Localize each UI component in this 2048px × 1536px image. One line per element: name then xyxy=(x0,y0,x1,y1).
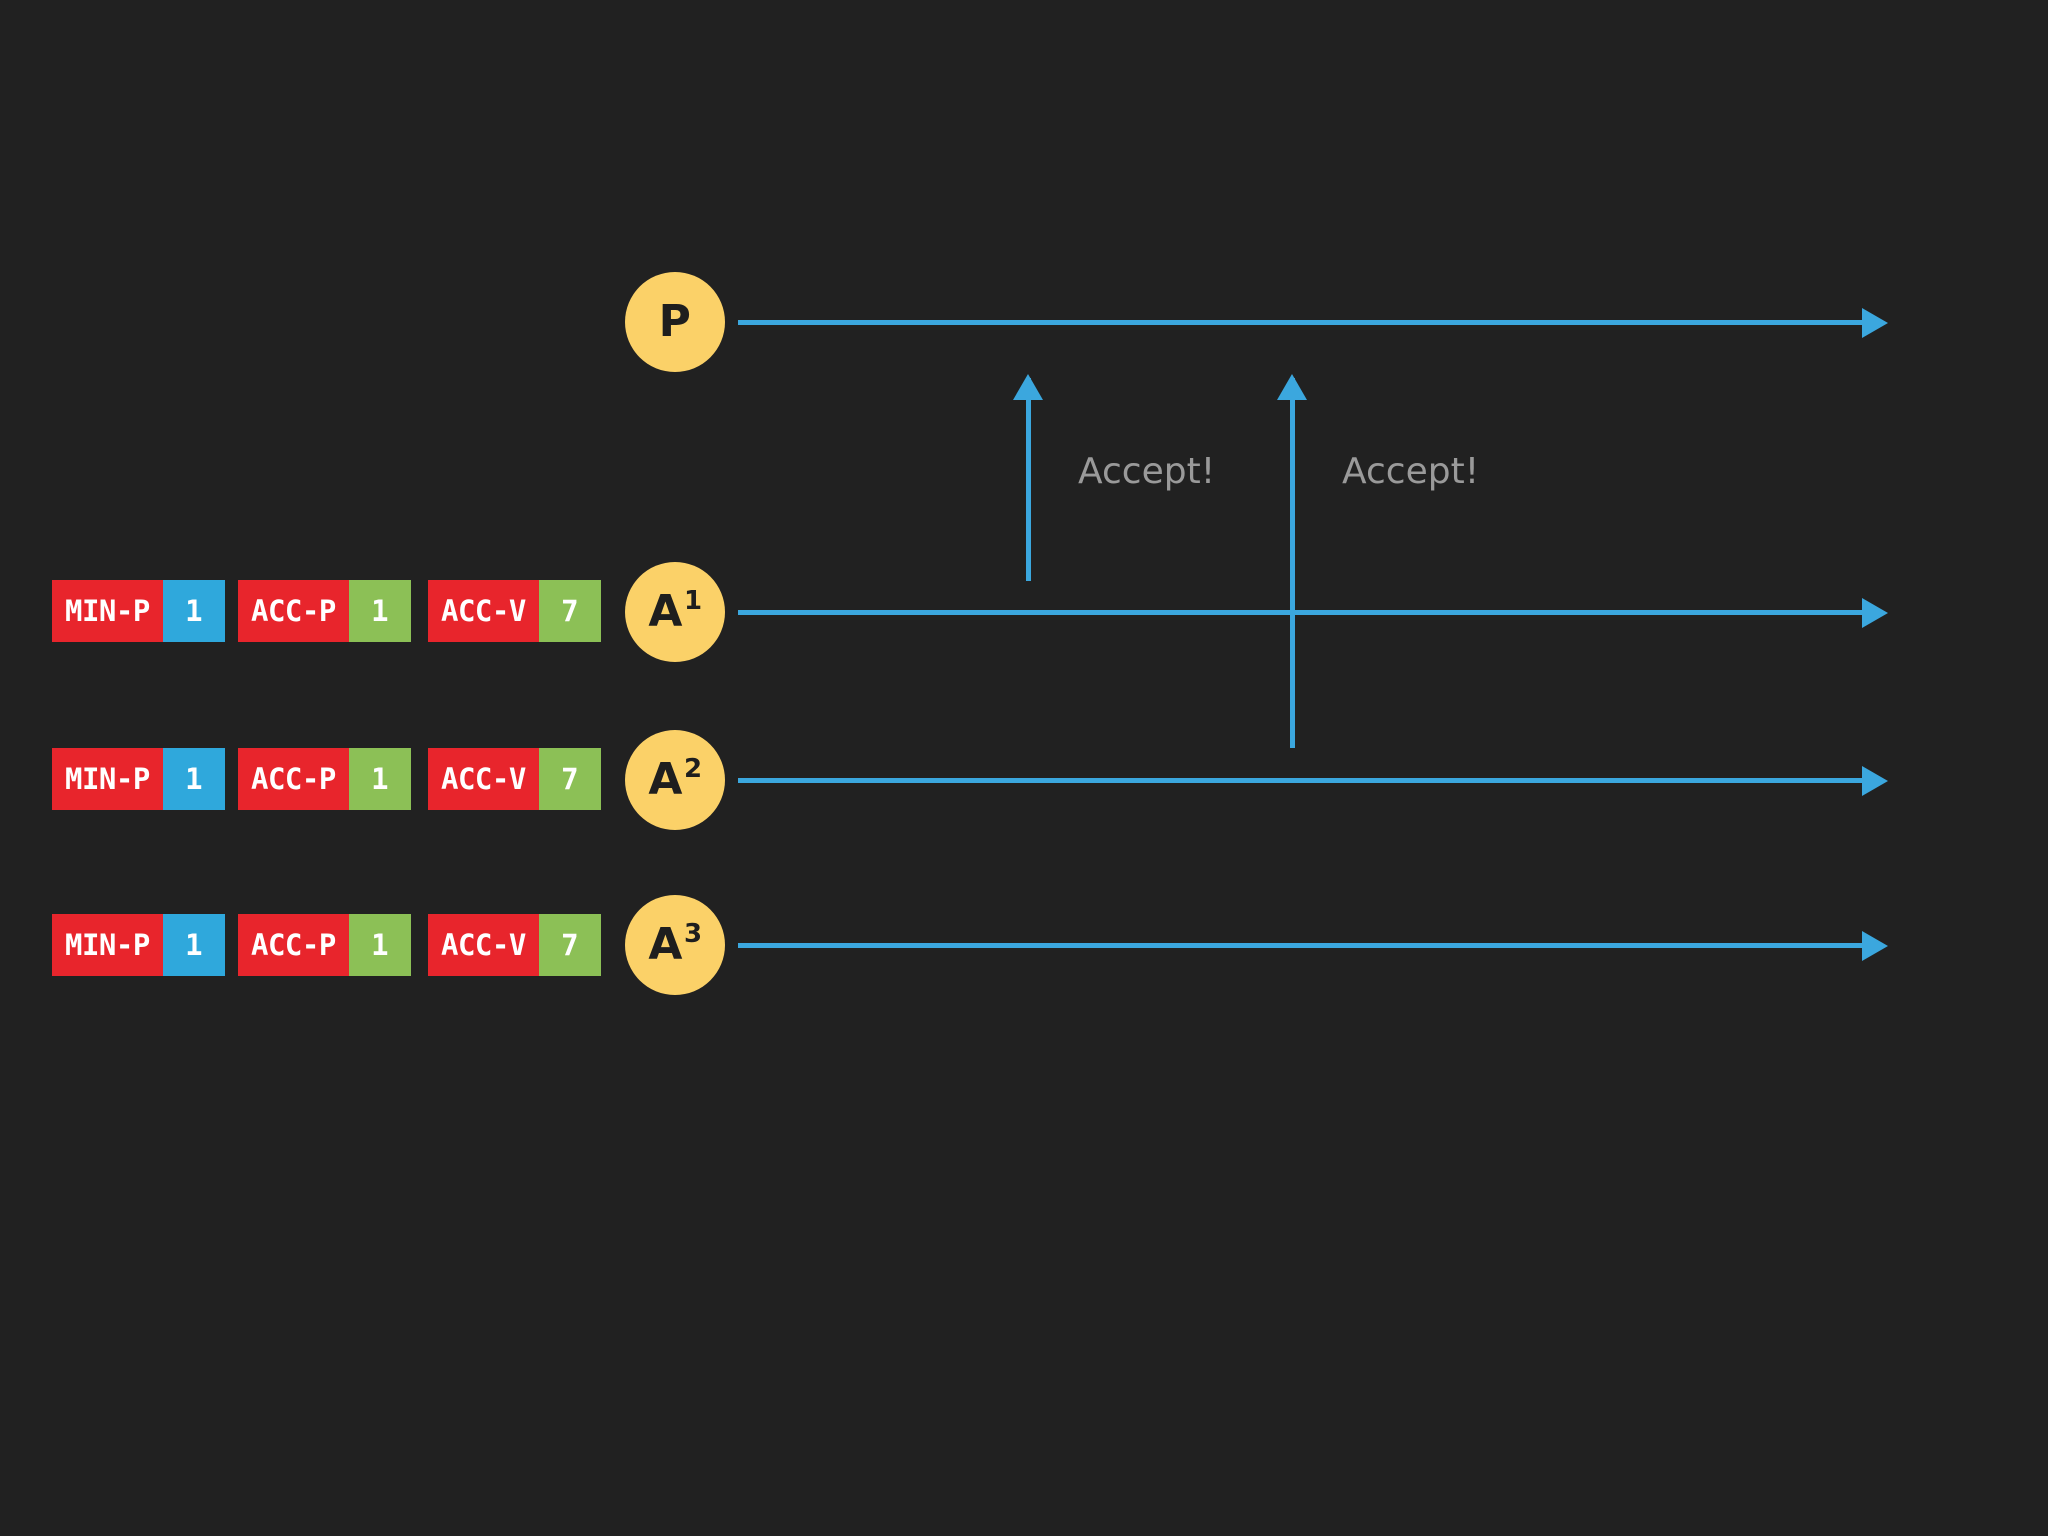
badge-value-label: 1 xyxy=(162,914,225,976)
message-line-accept-from-a1 xyxy=(1026,378,1031,581)
badge-value-label: 1 xyxy=(348,914,411,976)
timeline-proposer xyxy=(738,320,1866,325)
node-acceptor-3-label: A xyxy=(648,919,683,970)
badge-min-p-a2: MIN-P 1 xyxy=(52,748,225,810)
badge-value-label: 7 xyxy=(538,748,601,810)
message-label-accept-from-a2: Accept! xyxy=(1342,451,1480,492)
badge-value-label: 1 xyxy=(348,748,411,810)
badge-acc-v-a3: ACC-V 7 xyxy=(428,914,601,976)
badge-key-label: ACC-V xyxy=(428,748,539,810)
message-arrowhead-accept-from-a2 xyxy=(1277,374,1307,400)
node-proposer-label: P xyxy=(658,296,692,347)
node-proposer[interactable]: P xyxy=(625,272,725,372)
badge-key-label: MIN-P xyxy=(52,580,163,642)
badge-value-label: 7 xyxy=(538,914,601,976)
badge-value-label: 7 xyxy=(538,580,601,642)
timeline-acceptor-1 xyxy=(738,610,1866,615)
node-acceptor-1-label: A xyxy=(648,586,683,637)
badge-acc-v-a1: ACC-V 7 xyxy=(428,580,601,642)
badge-key-label: ACC-V xyxy=(428,580,539,642)
badge-key-label: ACC-P xyxy=(238,914,349,976)
message-arrowhead-accept-from-a1 xyxy=(1013,374,1043,400)
badge-acc-p-a3: ACC-P 1 xyxy=(238,914,411,976)
timeline-acceptor-3 xyxy=(738,943,1866,948)
badge-acc-p-a2: ACC-P 1 xyxy=(238,748,411,810)
message-label-accept-from-a1: Accept! xyxy=(1078,451,1216,492)
badge-min-p-a3: MIN-P 1 xyxy=(52,914,225,976)
badge-key-label: MIN-P xyxy=(52,914,163,976)
badge-acc-v-a2: ACC-V 7 xyxy=(428,748,601,810)
badge-key-label: ACC-P xyxy=(238,748,349,810)
message-line-accept-from-a2 xyxy=(1290,378,1295,748)
badge-key-label: MIN-P xyxy=(52,748,163,810)
timeline-arrowhead-acceptor-1 xyxy=(1862,598,1888,628)
badge-key-label: ACC-P xyxy=(238,580,349,642)
node-acceptor-2-label: A xyxy=(648,754,683,805)
badge-min-p-a1: MIN-P 1 xyxy=(52,580,225,642)
badge-value-label: 1 xyxy=(162,580,225,642)
timeline-arrowhead-proposer xyxy=(1862,308,1888,338)
timeline-arrowhead-acceptor-2 xyxy=(1862,766,1888,796)
badge-value-label: 1 xyxy=(162,748,225,810)
badge-key-label: ACC-V xyxy=(428,914,539,976)
badge-acc-p-a1: ACC-P 1 xyxy=(238,580,411,642)
timeline-acceptor-2 xyxy=(738,778,1866,783)
timeline-arrowhead-acceptor-3 xyxy=(1862,931,1888,961)
badge-value-label: 1 xyxy=(348,580,411,642)
